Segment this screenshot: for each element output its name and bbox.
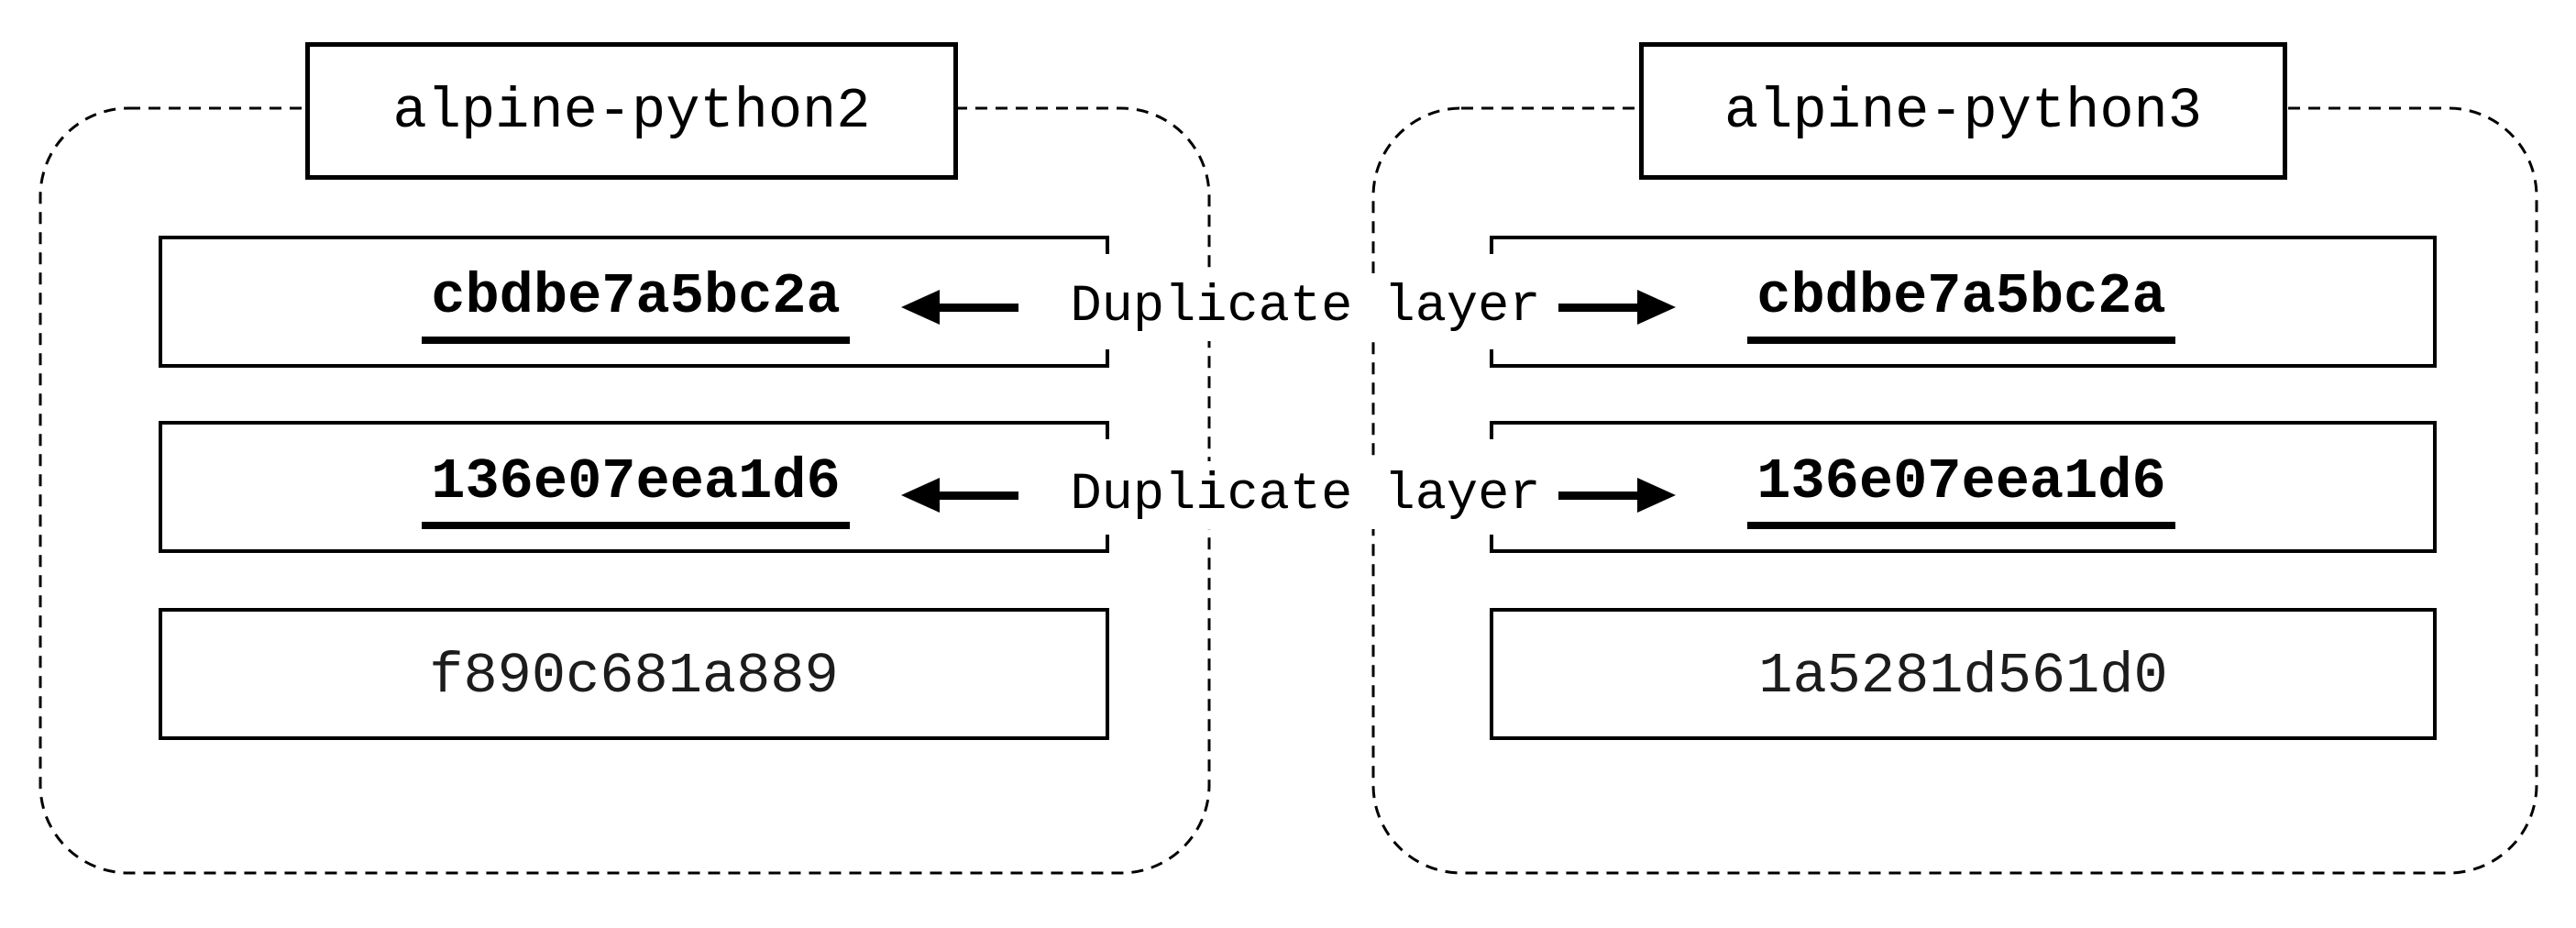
arrow-right-icon <box>1558 478 1676 513</box>
layer-box: f890c681a889 <box>159 608 1109 740</box>
layer-id: 136e07eea1d6 <box>422 449 850 529</box>
box-edge-tick <box>1490 535 1493 553</box>
image-title-box-left: alpine-python2 <box>305 42 958 180</box>
layer-id: cbdbe7a5bc2a <box>1747 264 2175 344</box>
layer-id: f890c681a889 <box>429 643 839 709</box>
image-title-box-right: alpine-python3 <box>1639 42 2287 180</box>
box-edge-tick <box>1106 349 1109 368</box>
arrow-left-icon <box>901 478 1018 513</box>
box-edge-tick <box>1106 535 1109 553</box>
box-edge-tick <box>1490 349 1493 368</box>
arrow-left-icon <box>901 290 1018 325</box>
layer-id: cbdbe7a5bc2a <box>422 264 850 344</box>
layer-id: 1a5281d561d0 <box>1758 643 2168 709</box>
image-name-left: alpine-python2 <box>392 78 871 144</box>
duplicate-layer-label: Duplicate layer <box>1047 461 1564 529</box>
image-name-right: alpine-python3 <box>1724 78 2202 144</box>
box-edge-tick <box>1490 236 1493 254</box>
arrow-right-icon <box>1558 290 1676 325</box>
duplicate-layer-label: Duplicate layer <box>1047 273 1564 341</box>
box-edge-tick <box>1106 421 1109 439</box>
box-edge-tick <box>1106 236 1109 254</box>
layer-id: 136e07eea1d6 <box>1747 449 2175 529</box>
layer-box: 1a5281d561d0 <box>1490 608 2437 740</box>
layer-box: cbdbe7a5bc2a <box>159 236 1109 368</box>
box-edge-tick <box>1490 421 1493 439</box>
layer-box: 136e07eea1d6 <box>159 421 1109 553</box>
